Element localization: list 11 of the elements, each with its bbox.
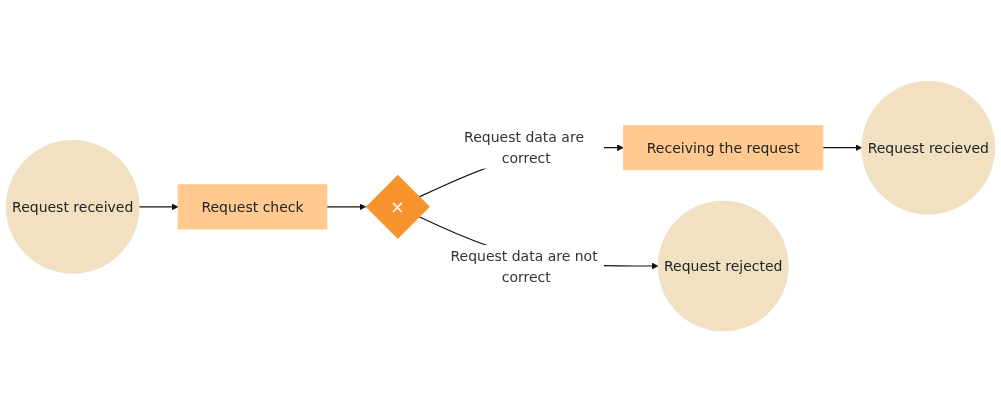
- edge-label: Request data are correct: [464, 128, 584, 167]
- node-box: Request check: [177, 184, 328, 230]
- node-circle: Request recieved: [861, 80, 996, 215]
- node-circle: Request rejected: [657, 200, 789, 332]
- edge-label: Request data are not correct: [450, 247, 598, 285]
- arrow: [326, 203, 367, 211]
- arrow: [138, 203, 179, 211]
- node-circle: Request received: [5, 139, 140, 274]
- node-diamond: ×: [365, 174, 430, 239]
- arrow: [822, 144, 863, 151]
- node-box: Receiving the request: [623, 125, 824, 171]
